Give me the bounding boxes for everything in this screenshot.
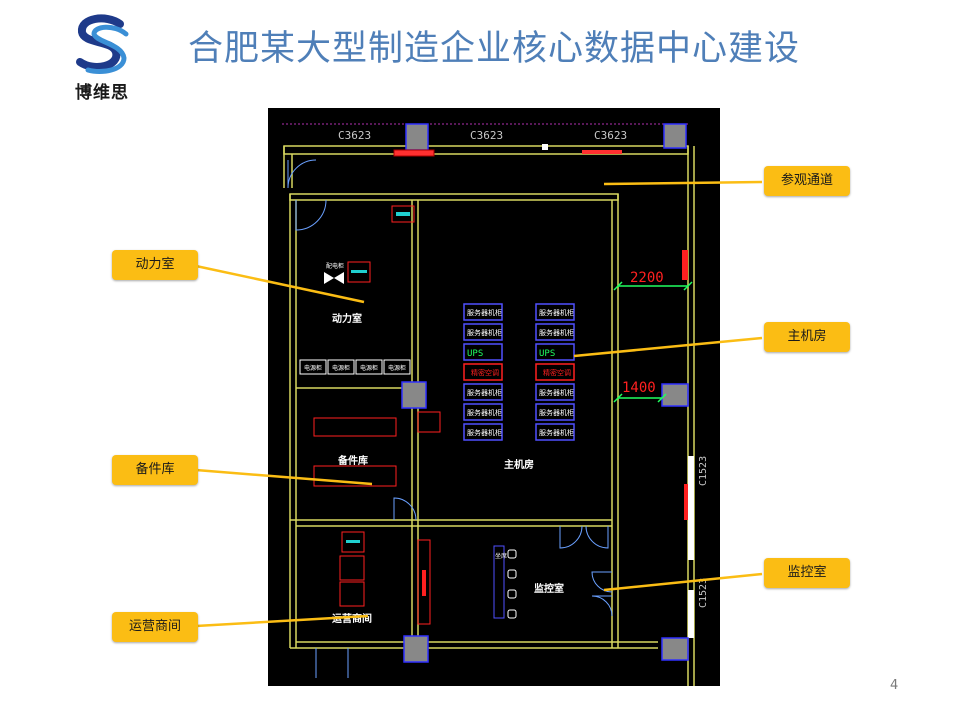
ups-label-r: UPS xyxy=(539,349,555,359)
ac-label-l: 精密空调 xyxy=(471,368,499,377)
columns xyxy=(401,123,689,663)
power-cabinet-label-1: 电源柜 xyxy=(304,364,322,372)
callout-main-room: 主机房 xyxy=(764,322,850,352)
power-cabinet-label-3: 电源柜 xyxy=(360,364,378,372)
room-label-power: 动力室 xyxy=(332,312,362,325)
page-number: 4 xyxy=(890,678,899,693)
callout-visit-corridor: 参观通道 xyxy=(764,166,850,196)
logo-s-icon xyxy=(68,14,136,76)
rack-label-l2: 服务器机柜 xyxy=(467,328,502,337)
window-label-2: C3623 xyxy=(470,129,503,142)
rack-label-l1: 服务器机柜 xyxy=(467,308,502,317)
rack-column-left: 服务器机柜 服务器机柜 UPS 精密空调 服务器机柜 服务器机柜 服务器机柜 xyxy=(463,303,503,441)
ups-label-l: UPS xyxy=(467,349,483,359)
workstations: 坐席 xyxy=(493,545,517,619)
distribution-label: 配电柜 xyxy=(326,262,344,270)
dimension-1400: 1400 xyxy=(622,380,656,396)
logo-text: 博维思 xyxy=(75,83,129,103)
rack-label-r1: 服务器机柜 xyxy=(539,308,574,317)
side-window-label-1: C1523 xyxy=(698,456,709,486)
doors xyxy=(287,159,613,678)
rack-label-l7: 服务器机柜 xyxy=(467,428,502,437)
company-logo xyxy=(66,12,138,104)
workstation-label: 坐席 xyxy=(495,552,507,560)
room-label-monitor: 监控室 xyxy=(534,582,564,595)
rack-label-r7: 服务器机柜 xyxy=(539,428,574,437)
rack-column-right: 服务器机柜 服务器机柜 UPS 精密空调 服务器机柜 服务器机柜 服务器机柜 xyxy=(535,303,575,441)
rack-label-l5: 服务器机柜 xyxy=(467,388,502,397)
rack-label-r2: 服务器机柜 xyxy=(539,328,574,337)
callout-ops-room: 运营商间 xyxy=(112,612,198,642)
rack-label-r6: 服务器机柜 xyxy=(539,408,574,417)
window-label-1: C3623 xyxy=(338,129,371,142)
rack-label-l6: 服务器机柜 xyxy=(467,408,502,417)
dimension-2200: 2200 xyxy=(630,270,664,286)
room-label-spare: 备件库 xyxy=(337,454,368,467)
rack-label-r5: 服务器机柜 xyxy=(539,388,574,397)
dimension-lines xyxy=(613,281,693,403)
room-label-main: 主机房 xyxy=(504,458,534,471)
room-label-ops: 运营商间 xyxy=(332,612,372,625)
power-cabinets: 电源柜 电源柜 电源柜 电源柜 xyxy=(299,359,411,375)
side-window-label-2: C1523 xyxy=(698,578,709,608)
power-cabinet-label-2: 电源柜 xyxy=(332,364,350,372)
window-label-3: C3623 xyxy=(594,129,627,142)
power-cabinet-label-4: 电源柜 xyxy=(388,364,406,372)
page-title: 合肥某大型制造企业核心数据中心建设 xyxy=(188,29,801,69)
callout-spare-storage: 备件库 xyxy=(112,455,198,485)
ac-label-r: 精密空调 xyxy=(543,368,571,377)
callout-monitor-room: 监控室 xyxy=(764,558,850,588)
side-windows xyxy=(688,456,694,638)
callout-power-room: 动力室 xyxy=(112,250,198,280)
floor-plan: C3623 C3623 C3623 xyxy=(268,108,720,686)
